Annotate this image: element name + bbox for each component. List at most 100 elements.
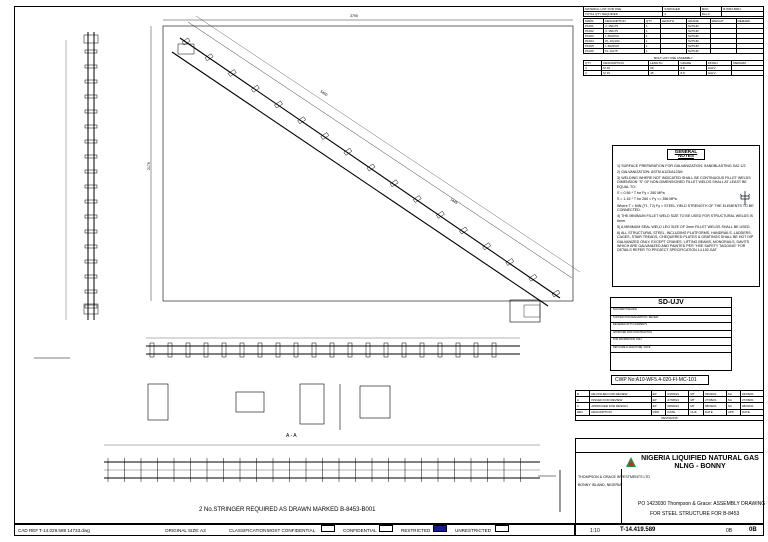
bom-header-cell	[721, 11, 764, 17]
stair-bracket	[459, 226, 468, 235]
bolt-cell: GALV	[705, 70, 733, 76]
stair-bracket	[551, 289, 561, 298]
checkbox-restricted	[433, 525, 447, 532]
note-item: S = 0.56 * T for Fy = 260 MPa	[617, 191, 665, 196]
column-bolt-mark	[84, 214, 98, 219]
revision-header-cell: REV	[574, 408, 591, 416]
beam-hole-mark	[293, 342, 299, 358]
cad-ref: T-14.029.589 14733.dwg	[39, 528, 90, 533]
bom-cell: FL 10x75	[603, 48, 645, 54]
note-item: 3) WELDING WHERE NOT INDICATED SHALL BE …	[617, 176, 751, 189]
dim-left-label: 2176	[147, 162, 151, 170]
stamp-row: FOR INFORMATION ONLY	[611, 338, 731, 346]
column-bolt-mark	[84, 244, 98, 249]
column-bolt-mark	[84, 64, 98, 69]
stair-bracket	[505, 258, 515, 266]
beam-hole-mark	[185, 342, 191, 358]
stamp-title: SD-UJV	[611, 298, 731, 308]
revision-header-cell: DATE	[665, 408, 690, 416]
po-line: PO 1423030 Thompson & Grace: ASSEMBLY DR…	[638, 501, 766, 507]
company-name: NIGERIA LIQUIFIED NATURAL GAS	[641, 455, 759, 462]
bolt-cell: M 16	[601, 70, 650, 76]
cwp-number: CWP No:A10-WF5.4-020-FI-MC-101	[611, 375, 709, 385]
note-item: 2) GALVANIZATION: ASTM A123/A123M	[617, 169, 683, 174]
drawing-sheet-border	[14, 6, 764, 524]
company-name-block: NIGERIA LIQUIFIED NATURAL GAS NLNG - BON…	[636, 455, 764, 471]
column-bolt-mark	[84, 109, 98, 114]
column-bolt-mark	[84, 184, 98, 189]
stair-bracket	[528, 273, 538, 282]
weld-symbol-icon	[739, 191, 751, 205]
checkbox-confidential	[379, 525, 393, 532]
column-bolt-mark	[84, 274, 98, 279]
checkbox-unrestricted	[495, 525, 509, 532]
bom-cell: 1	[643, 48, 661, 54]
revision-header-cell: CHK	[688, 408, 704, 416]
stair-bracket	[251, 84, 260, 93]
revision-header-cell: DATE	[740, 408, 764, 416]
bom-header-cell: TOTAL QTY REQUIRED :	[582, 11, 664, 17]
note-item: 1) SURFACE PREPARATION FOR GALVANIZATION…	[617, 163, 746, 168]
original-size: A3	[200, 528, 206, 533]
beam-hole-mark	[419, 342, 425, 358]
scale: 1:10	[590, 528, 600, 534]
contractor-name: THOMPSON & GRACE INVESTMENTS LTD	[578, 475, 651, 479]
subject-line: FOR STEEL STRUCTURE FOR B-8453	[650, 511, 740, 517]
bom-cell	[735, 48, 765, 54]
class-confidential: CONFIDENTIAL	[343, 528, 377, 533]
disclaimer	[576, 439, 763, 453]
beam-hole-mark	[383, 342, 389, 358]
beam-hole-mark	[275, 342, 281, 358]
column-bolt-mark	[84, 169, 98, 174]
revision-header-cell: DESCRIPTION	[589, 408, 652, 416]
beam-hole-mark	[329, 342, 335, 358]
revision-header-cell: APP	[725, 408, 742, 416]
stair-bracket	[366, 163, 376, 172]
column-bolt-mark	[84, 139, 98, 144]
beam-hole-mark	[365, 342, 371, 358]
beam-hole-mark	[203, 342, 209, 358]
bolt-cell: 45	[648, 70, 680, 76]
beam-hole-mark	[401, 342, 407, 358]
column-bolt-mark	[84, 124, 98, 129]
bom-cell	[709, 48, 737, 54]
stair-bracket	[297, 116, 306, 125]
classification-label: CLASSIFICATION :	[229, 528, 269, 533]
bom-header-cell: 2	[662, 11, 701, 17]
column-bolt-mark	[84, 94, 98, 99]
class-unrestricted: UNRESTRICTED	[455, 528, 491, 533]
notes-heading: GENERAL NOTES	[667, 149, 705, 160]
note-item: 4) THE MINIMUM FILLET WELD SIZE TO BE US…	[617, 214, 753, 223]
stamp-row: APPROVED FOR CONSTRUCTION	[611, 331, 731, 338]
column-bolt-mark	[84, 229, 98, 234]
bom-cell: P1006	[582, 48, 605, 54]
revision-code: 0B	[749, 527, 757, 533]
note-item: Where T = MIN (T1, T2) Fy = STEEL YIELD …	[617, 203, 754, 212]
column-bolt-mark	[84, 304, 98, 309]
bolt-list-title: BOLT LIST ONE ASSEMBLY	[654, 56, 693, 60]
revision-header-cell: DATE	[702, 408, 727, 416]
stair-bracket	[436, 210, 445, 219]
beam-hole-mark	[167, 342, 173, 358]
column-bolt-mark	[84, 79, 98, 84]
original-size-label: ORIGINAL SIZE:	[165, 528, 200, 533]
general-notes: GENERAL NOTES 1) SURFACE PREPARATION FOR…	[612, 145, 760, 287]
location: BONNY ISLAND, NIGERIA	[578, 483, 622, 487]
beam-hole-mark	[491, 342, 497, 358]
stair-bracket	[343, 147, 353, 156]
bom-cell: S275JR	[685, 48, 711, 54]
stair-bracket	[482, 242, 491, 251]
drawing-number: T-14.419.589	[620, 527, 656, 533]
bolt-cell: 4	[582, 70, 603, 76]
cad-ref-label: CAD REF :	[18, 528, 41, 533]
dim-diagonal-label: 5450	[319, 90, 328, 98]
bolt-cell: 8.8	[678, 70, 707, 76]
stair-bracket	[274, 100, 283, 109]
dim-top-label: 3790	[350, 14, 358, 18]
